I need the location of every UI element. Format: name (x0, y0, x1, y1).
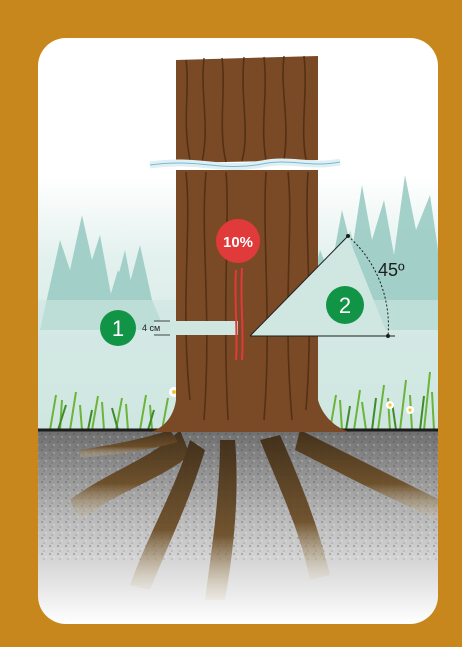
step2-number: 2 (339, 293, 351, 318)
angle-point (346, 234, 350, 238)
step1-number: 1 (112, 316, 124, 341)
angle-label: 45º (378, 260, 405, 280)
percent-label: 10% (223, 234, 253, 251)
back-cut (154, 321, 238, 335)
step1-badge: 1 (100, 310, 136, 346)
tree-trunk-upper (176, 56, 318, 163)
percent-badge: 10% (216, 219, 260, 263)
height-label: 4 см (142, 323, 160, 333)
step2-badge: 2 (326, 286, 364, 324)
angle-point (386, 334, 390, 338)
